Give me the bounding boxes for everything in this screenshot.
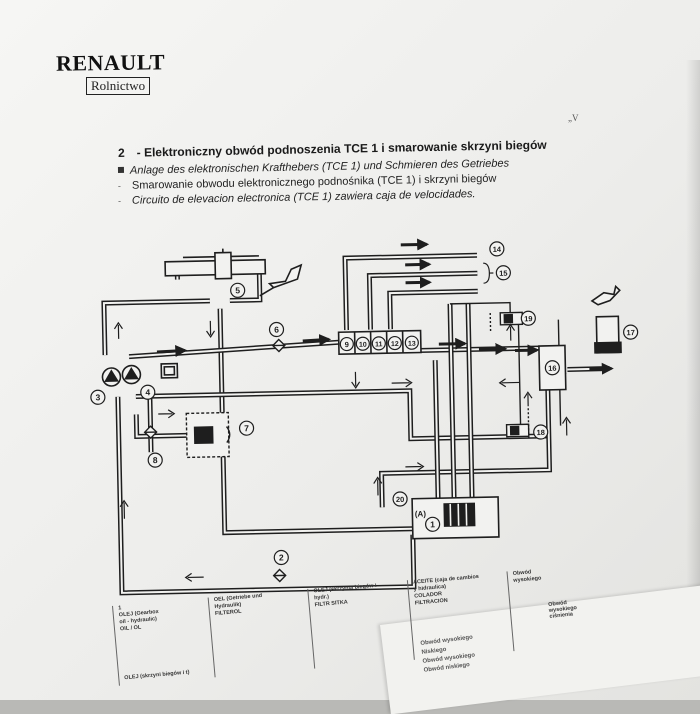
label-2: 2 (279, 552, 284, 562)
label-4: 4 (145, 387, 150, 397)
label-13: 13 (408, 341, 416, 348)
label-11: 11 (375, 341, 383, 348)
valve-19 (490, 312, 522, 331)
legend-bottom-cell: OLEJ (skrzyni biegów i t) (124, 670, 190, 682)
label-6: 6 (274, 324, 279, 334)
label-9: 9 (345, 340, 349, 349)
return-arrow (392, 379, 412, 387)
pump-label: (A) (415, 509, 427, 518)
label-8: 8 (153, 455, 158, 465)
return-arrow (524, 392, 532, 406)
label-18: 18 (536, 428, 545, 437)
valve-18 (506, 408, 529, 440)
label-15: 15 (499, 269, 508, 278)
flow-arrow (479, 349, 505, 350)
component-label-text: 1 2 3 4 5 6 7 8 9 10 11 12 13 14 15 16 1… (93, 242, 640, 566)
flow-arrow (406, 282, 430, 283)
flow-arrow (303, 339, 329, 341)
flow-arrow (401, 244, 427, 245)
pipe-top-left (104, 301, 211, 355)
return-arrow (206, 321, 214, 337)
label-16: 16 (548, 364, 557, 373)
brace-15 (483, 263, 489, 283)
label-7: 7 (244, 423, 249, 433)
label-19: 19 (524, 314, 533, 323)
return-arrow (114, 323, 122, 339)
component-labels (88, 239, 643, 568)
return-arrow (500, 378, 520, 386)
pipe-gearbox-feed (380, 386, 550, 507)
label-3: 3 (95, 392, 100, 402)
lift-cylinder (165, 248, 266, 280)
valve-7-block (186, 413, 230, 458)
legend-right: Obwód wysokiego ciśnienia (548, 599, 578, 620)
flow-arrow (157, 350, 185, 352)
return-arrow (158, 410, 174, 418)
pipe-outlet-15b (390, 291, 479, 329)
pipe-network (103, 253, 614, 593)
return-arrow (186, 573, 204, 581)
pump-pair (102, 364, 177, 387)
label-12: 12 (391, 341, 399, 348)
flow-arrow (405, 264, 429, 265)
return-arrow (506, 325, 514, 341)
return-arrow (562, 417, 570, 435)
label-17: 17 (626, 328, 635, 337)
label-5: 5 (235, 285, 240, 295)
pipe-valve7-branch (136, 413, 186, 436)
filter-symbols (143, 333, 570, 584)
rear-cylinder-17 (592, 286, 621, 353)
label-14: 14 (493, 245, 502, 254)
label-1: 1 (430, 519, 435, 529)
flow-arrow (439, 344, 465, 345)
label-20: 20 (396, 495, 405, 504)
return-arrow (351, 372, 359, 388)
pipe-outer-loop (118, 391, 414, 593)
label-10: 10 (359, 342, 367, 349)
return-arrow (405, 462, 423, 470)
